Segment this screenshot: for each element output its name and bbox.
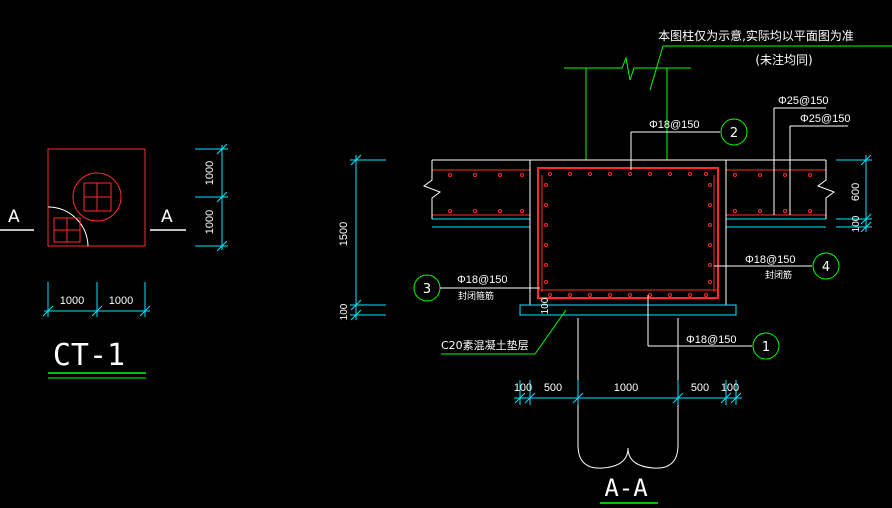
dim-bottom-4: 100 bbox=[721, 382, 739, 394]
plan-dim-right: 1000 bbox=[109, 295, 133, 307]
pile-plan-circle bbox=[72, 172, 122, 222]
dim-bottom-2: 1000 bbox=[614, 382, 638, 394]
rebar-side-left-sub: 封闭箍筋 bbox=[458, 290, 494, 302]
rebar-top-tag: 2 bbox=[730, 126, 738, 141]
note-line-2: (未注均同) bbox=[755, 52, 812, 67]
column-section bbox=[564, 56, 691, 160]
section-mark-left: A bbox=[8, 207, 20, 227]
dim-bottom-0: 100 bbox=[514, 382, 532, 394]
beam-rebar-lower-label: Φ25@150 bbox=[800, 113, 851, 125]
plan-title: CT-1 bbox=[53, 338, 125, 373]
dim-height-total: 1500 bbox=[338, 222, 350, 246]
cap-outline bbox=[529, 159, 727, 306]
rebar-side-right-label: Φ18@150 bbox=[745, 254, 796, 266]
plan-dim-left: 1000 bbox=[60, 295, 84, 307]
rebar-bottom-tag: 1 bbox=[762, 340, 770, 355]
dim-bottom-3: 500 bbox=[691, 382, 709, 394]
pile-cap-plan: A A 1000 1000 1000 1000 CT-1 bbox=[0, 143, 228, 379]
plan-dim-bottom: 1000 bbox=[204, 210, 216, 234]
dim-right-vertical bbox=[836, 154, 872, 233]
dim-bottom-horizontal bbox=[514, 380, 742, 405]
rebar-bottom-tag-circle bbox=[752, 332, 780, 360]
rebar-top-label: Φ18@150 bbox=[649, 119, 700, 131]
rebar-top-tag-circle bbox=[720, 118, 748, 146]
rebar-side-left-tag: 3 bbox=[423, 282, 431, 297]
cap-plan-outline bbox=[47, 148, 146, 247]
dim-beam-bottom: 100 bbox=[851, 215, 862, 232]
beam-rebar-upper-label: Φ25@150 bbox=[778, 95, 829, 107]
note-leader bbox=[649, 45, 664, 91]
section-view: 本图柱仅为示意,实际均以平面图为准 (未注均同) Φ18@150 2 Φ25@1… bbox=[338, 28, 892, 504]
rebar-cage bbox=[537, 167, 719, 299]
dim-bottom-1: 500 bbox=[544, 382, 562, 394]
rebar-side-left-label: Φ18@150 bbox=[457, 274, 508, 286]
rebar-dots bbox=[448, 172, 812, 297]
dim-cushion-left: 100 bbox=[339, 303, 350, 320]
rebar-side-right-tag-circle bbox=[812, 252, 840, 280]
section-title: A-A bbox=[604, 474, 648, 502]
cushion-label: C20素混凝土垫层 bbox=[441, 338, 529, 352]
note-line-1: 本图柱仅为示意,实际均以平面图为准 bbox=[658, 28, 854, 43]
beam-lines bbox=[422, 159, 836, 228]
dim-beam-height: 600 bbox=[850, 183, 862, 201]
rebar-side-right-sub: 封闭筋 bbox=[765, 269, 792, 281]
rebar-side-right-tag: 4 bbox=[822, 260, 830, 275]
plan-dim-top: 1000 bbox=[204, 161, 216, 185]
dim-cushion-small: 100 bbox=[540, 297, 551, 314]
section-mark-right: A bbox=[161, 207, 173, 227]
dim-left-vertical bbox=[350, 154, 386, 321]
cushion-layer bbox=[519, 304, 737, 316]
rebar-bottom-label: Φ18@150 bbox=[686, 334, 737, 346]
